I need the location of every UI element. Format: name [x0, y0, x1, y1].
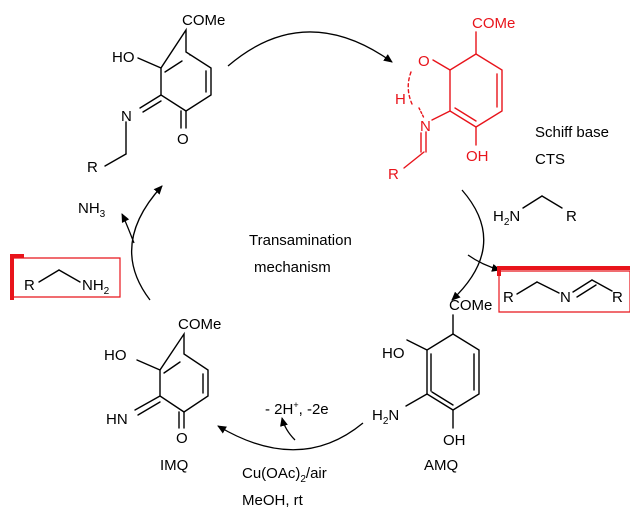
imq-hydroxyl: HO [104, 347, 127, 364]
red-hydrogen: H [395, 91, 406, 108]
imq-imine: HN [106, 411, 128, 428]
amq-amine: H2N [372, 407, 399, 427]
red-acyl: COMe [472, 15, 515, 32]
tl-acyl: COMe [182, 12, 225, 29]
arrow-branch-bottom [280, 417, 296, 441]
red-nitrogen: N [420, 118, 431, 135]
amq-hydroxyl: HO [382, 345, 405, 362]
arrow-bottom [217, 422, 364, 451]
schiff-base-label: Schiff base [535, 124, 609, 141]
amine-r: R [566, 208, 577, 225]
tl-hydroxyl: HO [112, 49, 135, 66]
red-hydroxyl: OH [466, 148, 489, 165]
arrow-right [451, 189, 485, 301]
box-amine: R NH2 [10, 254, 121, 300]
arrow-left [131, 185, 163, 301]
reagent-line-2: MeOH, rt [242, 492, 304, 509]
box-right-n: N [560, 289, 571, 306]
arrow-top [227, 31, 393, 67]
arrow-branch-right [467, 254, 501, 272]
ammonia-label: NH3 [78, 200, 106, 220]
red-r-group: R [388, 166, 399, 183]
tl-nitrogen: N [121, 108, 132, 125]
amq-acyl: COMe [449, 297, 492, 314]
amine-reagent: H2N R [493, 195, 577, 228]
tl-r-group: R [87, 159, 98, 176]
amq-hydroxyl-para: OH [443, 432, 466, 449]
amine-h: H2N [493, 208, 520, 228]
structure-amq: COMe HO H2N OH [372, 297, 492, 449]
title-line-2: mechanism [254, 259, 331, 276]
reagent-line-1: Cu(OAc)2/air [242, 465, 327, 485]
red-oxygen: O [418, 53, 430, 70]
oxidation-label: - 2H+, -2e [265, 400, 329, 418]
amq-label: AMQ [424, 457, 458, 474]
structure-schiff-base: COMe O H N OH R [388, 15, 515, 183]
imq-oxygen: O [176, 430, 188, 447]
structure-imq: COMe HO HN O [104, 316, 221, 447]
tl-oxygen: O [177, 131, 189, 148]
box-right-r1: R [503, 289, 514, 306]
structure-top-left: COMe HO N O R [87, 12, 225, 176]
title-line-1: Transamination [249, 232, 352, 249]
imq-acyl: COMe [178, 316, 221, 333]
box-right-r2: R [612, 289, 623, 306]
imq-label: IMQ [160, 457, 188, 474]
box-imine-product: R N R [497, 266, 630, 313]
box-left-nh2: NH2 [82, 277, 110, 297]
cts-label: CTS [535, 151, 565, 168]
arrow-branch-left [121, 213, 135, 244]
box-left-r: R [24, 277, 35, 294]
